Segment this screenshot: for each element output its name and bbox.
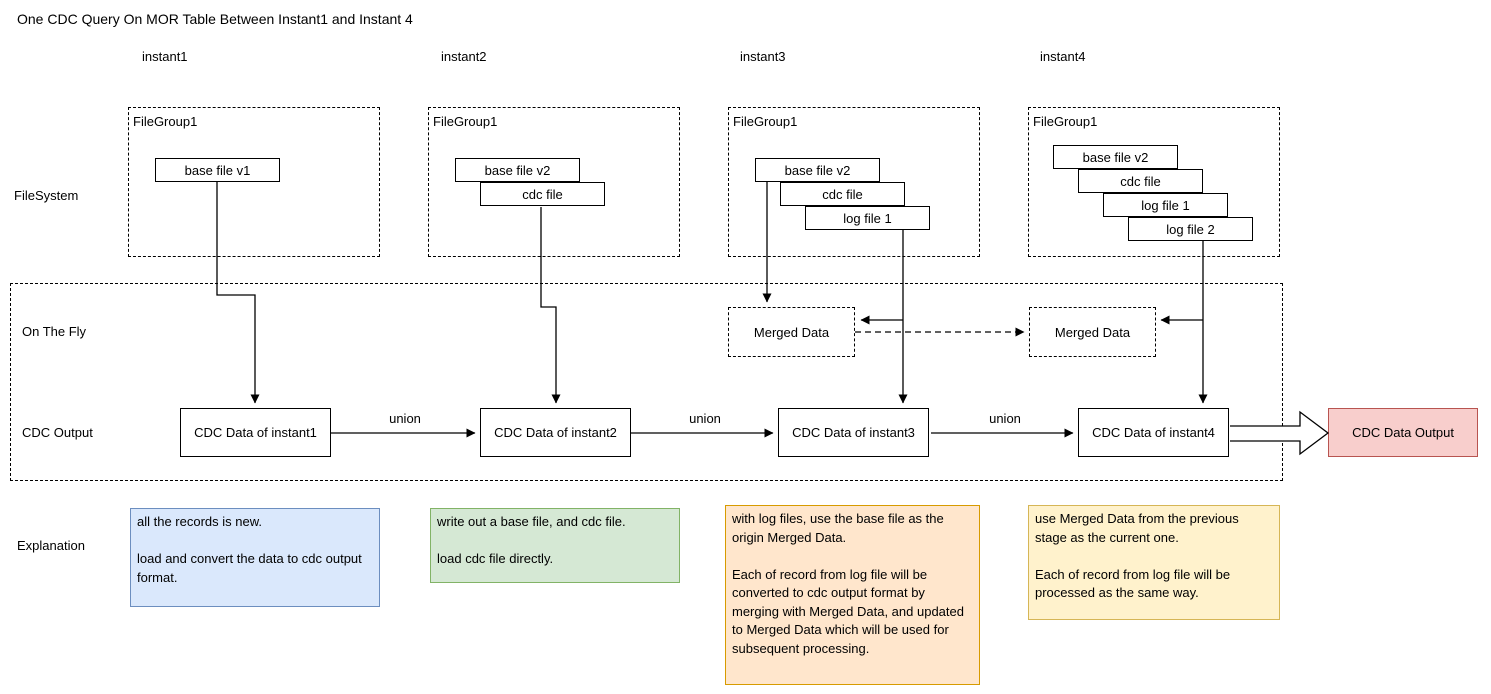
filegroup-label: FileGroup1	[133, 114, 198, 129]
on-the-fly-cdc-output-container	[10, 283, 1283, 481]
explanation-paragraph: with log files, use the base file as the…	[732, 511, 944, 545]
explanation-paragraph: use Merged Data from the previous stage …	[1035, 511, 1239, 545]
filegroup-box-instant4: FileGroup1	[1028, 107, 1280, 257]
file-box-base-file-v1: base file v1	[155, 158, 280, 182]
file-box-cdc-file: cdc file	[780, 182, 905, 206]
cdc-data-box-instant1: CDC Data of instant1	[180, 408, 331, 457]
column-header-instant1: instant1	[142, 49, 188, 64]
filegroup-label: FileGroup1	[733, 114, 798, 129]
file-box-log-file-1: log file 1	[805, 206, 930, 230]
column-header-instant4: instant4	[1040, 49, 1086, 64]
explanation-box-instant2: write out a base file, and cdc file. loa…	[430, 508, 680, 583]
explanation-paragraph: Each of record from log file will be con…	[732, 566, 964, 656]
filegroup-box-instant1: FileGroup1	[128, 107, 380, 257]
merged-data-box-instant3: Merged Data	[728, 307, 855, 357]
cdc-data-output-box: CDC Data Output	[1328, 408, 1478, 457]
explanation-paragraph: all the records is new.	[137, 514, 263, 529]
column-header-instant3: instant3	[740, 49, 786, 64]
explanation-box-instant3: with log files, use the base file as the…	[725, 505, 980, 685]
filegroup-label: FileGroup1	[433, 114, 498, 129]
filegroup-box-instant3: FileGroup1	[728, 107, 980, 257]
cdc-data-box-instant4: CDC Data of instant4	[1078, 408, 1229, 457]
union-label-1: union	[389, 411, 421, 426]
file-box-cdc-file: cdc file	[480, 182, 605, 206]
union-label-2: union	[689, 411, 721, 426]
union-label-3: union	[989, 411, 1021, 426]
file-box-log-file-1: log file 1	[1103, 193, 1228, 217]
explanation-box-instant1: all the records is new. load and convert…	[130, 508, 380, 607]
file-box-cdc-file: cdc file	[1078, 169, 1203, 193]
filegroup-label: FileGroup1	[1033, 114, 1098, 129]
merged-data-box-instant4: Merged Data	[1029, 307, 1156, 357]
file-box-base-file-v2: base file v2	[755, 158, 880, 182]
explanation-paragraph: load cdc file directly.	[437, 551, 554, 566]
file-box-base-file-v2: base file v2	[1053, 145, 1178, 169]
explanation-box-instant4: use Merged Data from the previous stage …	[1028, 505, 1280, 620]
explanation-paragraph: write out a base file, and cdc file.	[437, 514, 626, 529]
file-box-base-file-v2: base file v2	[455, 158, 580, 182]
cdc-data-box-instant2: CDC Data of instant2	[480, 408, 631, 457]
explanation-paragraph: load and convert the data to cdc output …	[137, 551, 362, 585]
file-box-log-file-2: log file 2	[1128, 217, 1253, 241]
row-label-cdc-output: CDC Output	[22, 425, 93, 440]
row-label-explanation: Explanation	[17, 538, 85, 553]
cdc-data-box-instant3: CDC Data of instant3	[778, 408, 929, 457]
row-label-on-the-fly: On The Fly	[22, 324, 87, 339]
explanation-paragraph: Each of record from log file will be pro…	[1035, 566, 1231, 601]
row-label-filesystem: FileSystem	[14, 188, 79, 203]
column-header-instant2: instant2	[441, 49, 487, 64]
diagram-title: One CDC Query On MOR Table Between Insta…	[17, 11, 413, 27]
